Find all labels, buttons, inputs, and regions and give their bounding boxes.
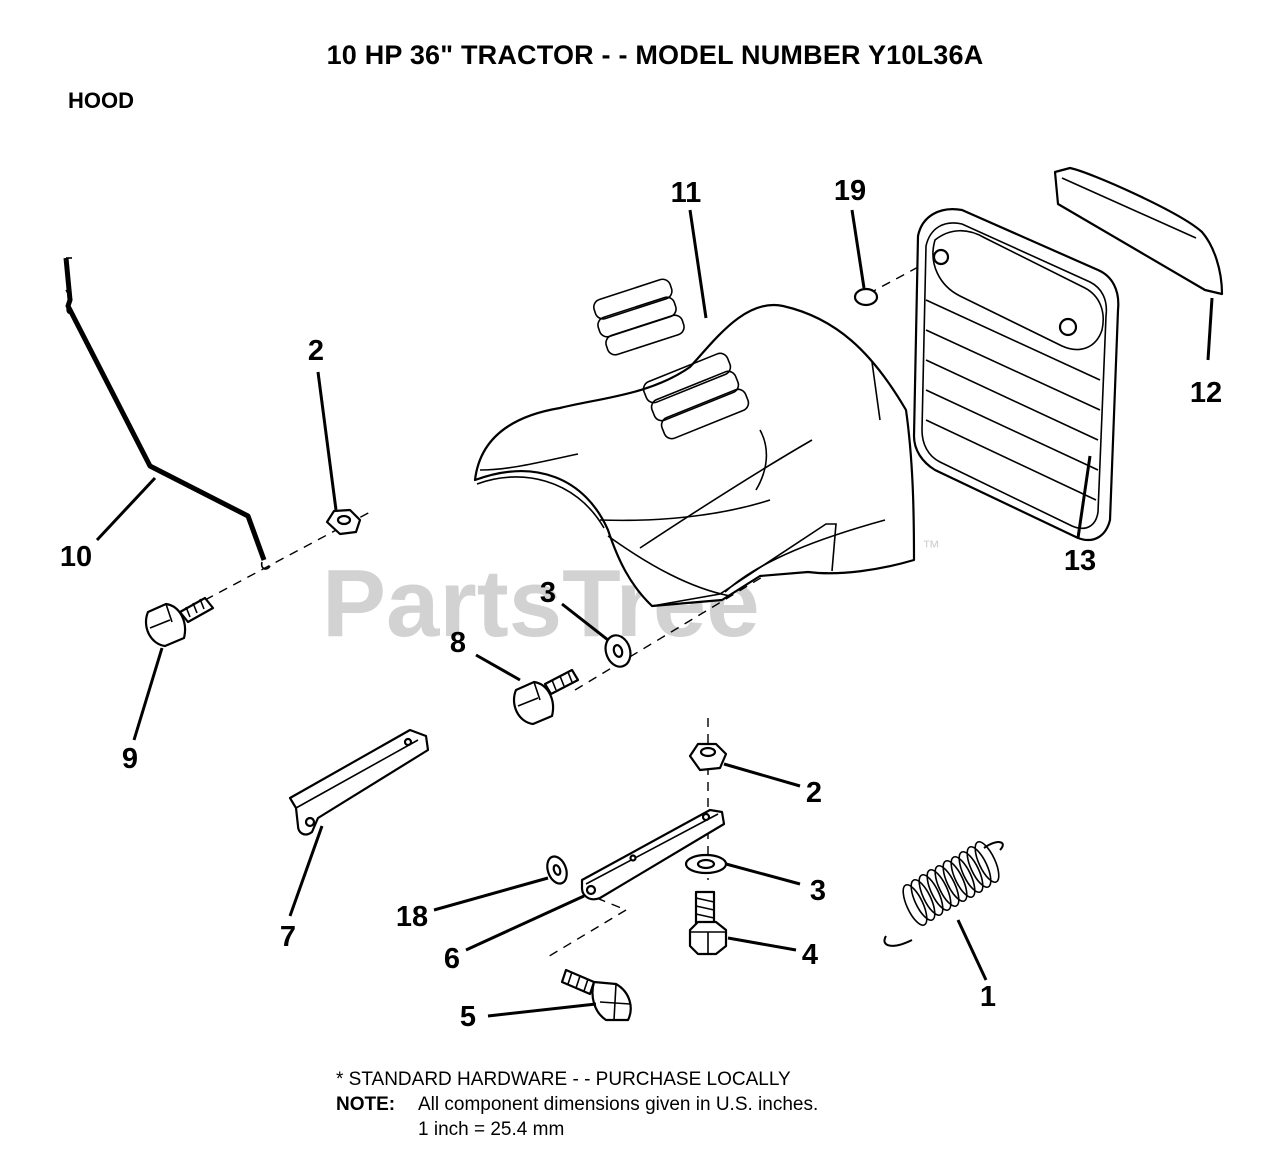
- callout-2-top: 2: [308, 335, 324, 367]
- bolt-icon: [688, 890, 728, 956]
- callout-1: 1: [980, 981, 996, 1013]
- unit-conversion: 1 inch = 25.4 mm: [418, 1119, 565, 1140]
- callout-10: 10: [60, 541, 92, 573]
- standard-hardware-note: * STANDARD HARDWARE - - PURCHASE LOCALLY: [336, 1069, 791, 1090]
- callout-7: 7: [280, 921, 296, 953]
- note-text: All component dimensions given in U.S. i…: [418, 1094, 819, 1115]
- section-title: HOOD: [68, 88, 134, 113]
- shoulder-bolt-icon: [560, 968, 632, 1022]
- strap-icon: [580, 808, 726, 901]
- washer-icon: [604, 634, 632, 668]
- spring-icon: [883, 840, 1004, 947]
- callout-4: 4: [802, 939, 818, 971]
- lens-icon: [1053, 166, 1224, 296]
- bracket-icon: [288, 728, 430, 836]
- callout-8: 8: [450, 627, 466, 659]
- footnotes: * STANDARD HARDWARE - - PURCHASE LOCALLY…: [336, 1067, 818, 1142]
- watermark-trademark: ™: [922, 537, 940, 557]
- callout-6: 6: [444, 943, 460, 975]
- leader-lines: [95, 209, 1214, 1018]
- hex-nut-icon: [688, 742, 728, 772]
- callout-labels: 1 2 2 3 3 4 5 6 7 8 9 10 11 12 13 18 19: [60, 175, 1222, 1033]
- spring-coils: [902, 840, 1000, 927]
- callout-3-lower: 3: [810, 875, 826, 907]
- grille-icon: [912, 208, 1120, 542]
- note-label: NOTE:: [336, 1094, 396, 1115]
- plug-icon: [853, 287, 879, 307]
- callout-9: 9: [122, 743, 138, 775]
- callout-12: 12: [1190, 377, 1222, 409]
- hood-rod-icon: [63, 257, 271, 570]
- callout-13: 13: [1064, 545, 1096, 577]
- callout-18: 18: [396, 901, 428, 933]
- hood-vents: [593, 278, 750, 440]
- shoulder-bolt-icon: [512, 668, 580, 726]
- callout-11: 11: [671, 177, 702, 209]
- note-line: NOTE: All component dimensions given in …: [336, 1092, 818, 1117]
- callout-19: 19: [834, 175, 866, 207]
- callout-2-lower: 2: [806, 777, 822, 809]
- washer-icon: [684, 853, 728, 875]
- hex-nut-icon: [325, 508, 362, 536]
- washer-icon: [546, 855, 568, 885]
- callout-5: 5: [460, 1001, 476, 1033]
- page-title: 10 HP 36" TRACTOR - - MODEL NUMBER Y10L3…: [326, 40, 984, 70]
- hood-icon: [473, 278, 916, 608]
- shoulder-bolt-icon: [144, 596, 215, 648]
- callout-3-top: 3: [540, 577, 556, 609]
